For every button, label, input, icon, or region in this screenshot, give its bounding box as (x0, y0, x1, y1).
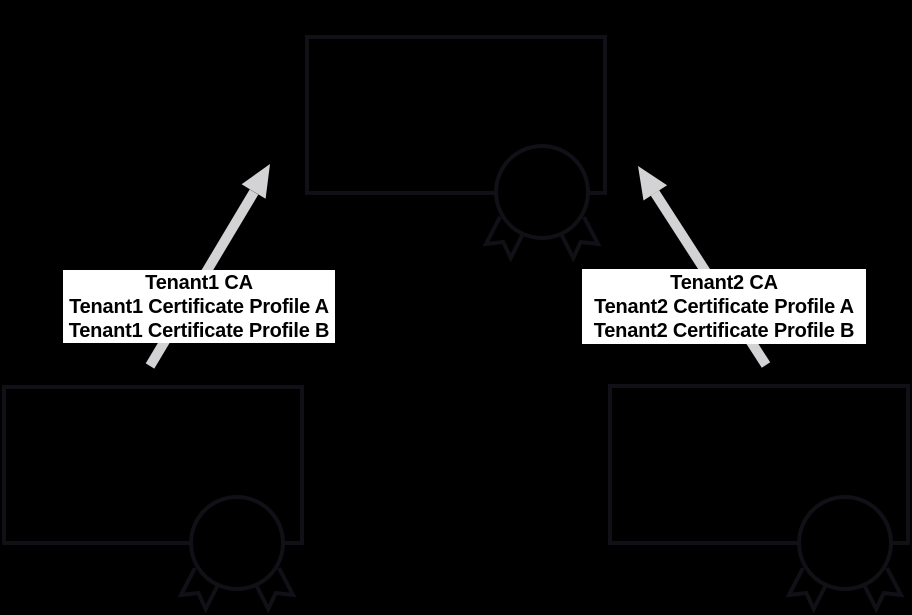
tenant1-certificate-icon (2, 385, 304, 614)
tenant2-profile-b: Tenant2 Certificate Profile B (593, 319, 855, 342)
tenant1-profile-b: Tenant1 Certificate Profile B (68, 319, 330, 342)
seal-circle (797, 495, 893, 591)
arrow-head (638, 166, 668, 201)
root-ca-certificate-box (305, 35, 607, 195)
tenant2-certificate-icon (608, 384, 910, 614)
root-ca-certificate-icon (305, 35, 607, 263)
tenant1-ca-label: Tenant1 CA Tenant1 Certificate Profile A… (63, 270, 335, 343)
tenant2-certificate-box (608, 384, 910, 545)
tenant1-certificate-box (2, 385, 304, 545)
tenant2-profile-a: Tenant2 Certificate Profile A (594, 295, 854, 318)
tenant1-profile-a: Tenant1 Certificate Profile A (69, 295, 329, 318)
certificate-seal-icon (785, 495, 905, 614)
arrow-head (241, 164, 270, 199)
certificate-seal-icon (177, 495, 297, 614)
tenant2-ca-label: Tenant2 CA Tenant2 Certificate Profile A… (582, 269, 866, 344)
certificate-seal-icon (482, 144, 602, 263)
tenant1-ca-name: Tenant1 CA (145, 271, 253, 294)
tenant2-ca-name: Tenant2 CA (670, 271, 778, 294)
seal-circle (189, 495, 285, 591)
seal-circle (494, 144, 590, 240)
